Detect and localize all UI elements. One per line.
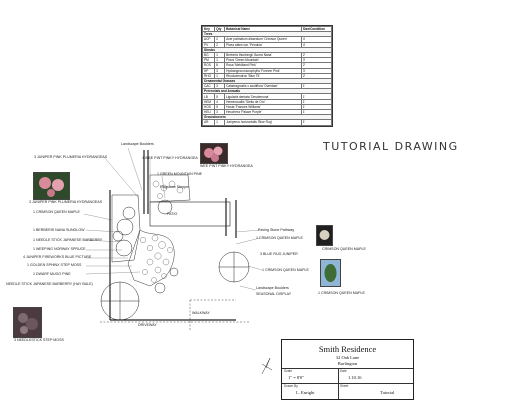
label-top4: 1 GREEN MOUNTAIN PINE (157, 172, 203, 176)
label-top3: 1 WEE PINT PINKY HYDRANGEA (142, 156, 198, 160)
title-block: Smith Residence 32 Oak Lane Burlington S… (281, 339, 414, 400)
photo4-caption: 1 CRIMSON QUEEN MAPLE (318, 291, 365, 295)
photo-pink-flowers (33, 172, 70, 200)
label-top1: 3 JUNIPER PINK PLUMERIA HYDRANGEAS (34, 155, 108, 159)
drawing-title: TUTORIAL DRAWING (323, 140, 459, 153)
residence-name: Smith Residence (318, 344, 377, 354)
label-left1: 1 CRIMSON QUEEN MAPLE (33, 210, 80, 214)
date-value: 1.10.16 (348, 375, 362, 380)
label-right3: 3 BLUE RUG JUNIPER (260, 252, 298, 256)
label-left5: 4 JUNIPER FIREWORKS BLUE PICTURE (23, 255, 92, 259)
label-bottom2: SEASONAL DISPLAY (256, 292, 292, 296)
house-outline (109, 150, 237, 321)
label-left3: 1 NEEDLE STICK JAPANESE BARBERRY (33, 238, 103, 242)
residence-city: Burlington (337, 361, 358, 366)
label-left7: 1 DWARF MUGO PINE (33, 272, 71, 276)
label-top2: Landscape Boulders (121, 142, 154, 146)
north-arrow (261, 357, 273, 375)
date-label: Date (340, 369, 347, 373)
label-right1: Paving Stone Pathway (258, 228, 295, 232)
label-left2: 1 BERBERIS NANA SUNGLOW (33, 228, 85, 232)
label-walkway: WALKWAY (192, 311, 210, 315)
residence-address: 32 Oak Lane (335, 355, 360, 360)
label-left4: 1 WEEPING NORWAY SPRUCE (33, 247, 86, 251)
photo-maple-large (320, 259, 341, 287)
photo-pink-hydrangea (200, 143, 228, 164)
photo3-caption: CRIMSON QUEEN MAPLE (322, 247, 366, 251)
label-patio: PATIO (167, 212, 178, 216)
label-top5: Flagstone Stepper (160, 185, 190, 189)
photo-step-moss (13, 307, 42, 338)
schedule-cell: AR (201, 119, 216, 126)
label-right4: 1 CRIMSON QUEEN MAPLE (262, 268, 309, 272)
photo-maple-small (316, 225, 333, 246)
plant-symbols (100, 199, 250, 321)
sheet-label: Sheet (340, 384, 349, 388)
scale-label: Scale (284, 369, 292, 373)
left-photo-caption: 3 NEEDLESTICK STEP MOSS (14, 338, 64, 342)
stone-texture (140, 180, 184, 283)
schedule-cell: 1' (300, 119, 333, 126)
drawn-label: Drawn By (284, 384, 298, 388)
label-right2: 1 CRIMSON QUEEN MAPLE (256, 236, 303, 240)
label-left6: 1 GOLDEN SPHINX STEP MOSS (27, 263, 82, 267)
photo2-caption: WEE PINT PINKY HYDRANGEA (200, 164, 253, 168)
sheet-value: Tutorial (380, 390, 395, 395)
label-bottom1: Landscape Boulders (256, 286, 289, 290)
drawn-value: L. Enright (296, 390, 315, 395)
label-driveway: DRIVEWAY (138, 323, 157, 327)
label-left8: NEEDLE STICK JAPANESE BARBERRY (HAY BALE… (6, 282, 93, 286)
scale-value: 1" = 8'0" (288, 375, 305, 380)
photo1-caption: 3 JUNIPER PINK PLUMERIA HYDRANGEAS (29, 200, 103, 204)
